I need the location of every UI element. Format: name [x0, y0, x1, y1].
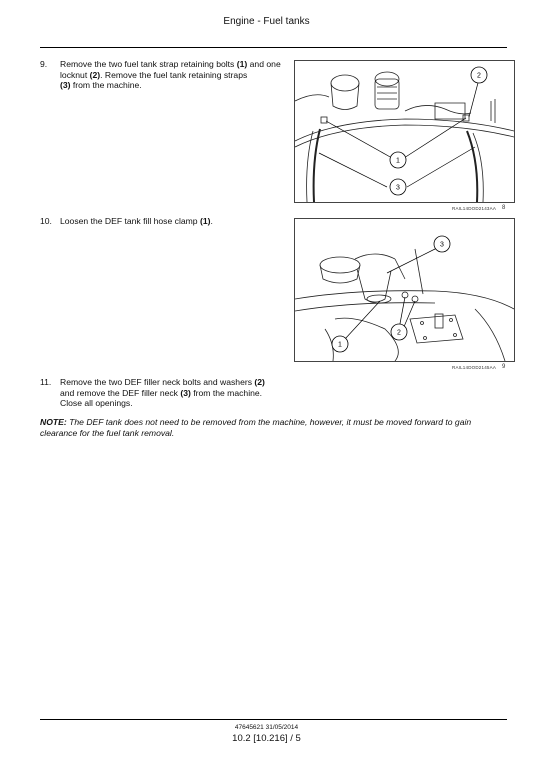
- step-9: 9. Remove the two fuel tank strap retain…: [40, 59, 290, 91]
- svg-text:3: 3: [440, 242, 444, 249]
- step-number: 9.: [40, 59, 48, 69]
- note: NOTE: The DEF tank does not need to be r…: [40, 417, 510, 438]
- step-text: Remove the two fuel tank strap retaining…: [60, 59, 281, 91]
- callout-2: [470, 66, 488, 84]
- def-filler-illustration: 3 1 2: [295, 235, 514, 361]
- step-11: 11. Remove the two DEF filler neck bolts…: [40, 377, 290, 409]
- step-number: 11.: [40, 377, 52, 387]
- note-label: NOTE:: [40, 417, 67, 427]
- footer-page-number: 10.2 [10.216] / 5: [232, 733, 301, 744]
- figure-fuel-tank-straps: 1 3 2: [294, 60, 515, 203]
- header-rule: [40, 47, 507, 48]
- figure-def-filler-neck: 3 1 2: [294, 218, 515, 362]
- step-text: Loosen the DEF tank fill hose clamp (1).: [60, 216, 213, 226]
- footer-doc-id: 47645621 31/05/2014: [234, 724, 299, 731]
- svg-text:3: 3: [396, 185, 400, 192]
- callout-3: [433, 235, 451, 253]
- footer-rule: [40, 719, 507, 720]
- callout-1: [331, 335, 349, 353]
- callout-1: [389, 151, 407, 169]
- step-number: 10.: [40, 216, 52, 226]
- step-text: Remove the two DEF filler neck bolts and…: [60, 377, 265, 409]
- callout-3: [389, 178, 407, 196]
- callout-2: [390, 323, 408, 341]
- svg-text:2: 2: [397, 330, 401, 337]
- svg-text:1: 1: [338, 342, 342, 349]
- figure-number: 8: [502, 205, 506, 211]
- note-text: The DEF tank does not need to be removed…: [40, 417, 472, 438]
- step-10: 10. Loosen the DEF tank fill hose clamp …: [40, 216, 290, 227]
- fuel-tank-illustration: 1 3 2: [295, 66, 514, 202]
- svg-text:2: 2: [477, 73, 481, 80]
- svg-text:1: 1: [396, 158, 400, 165]
- page-header-title: Engine - Fuel tanks: [223, 16, 310, 27]
- figure-code: RAIL14DOD2143AA: [452, 206, 497, 211]
- figure-number: 9: [502, 364, 506, 370]
- figure-code: RAIL14DOD2145AA: [452, 365, 497, 370]
